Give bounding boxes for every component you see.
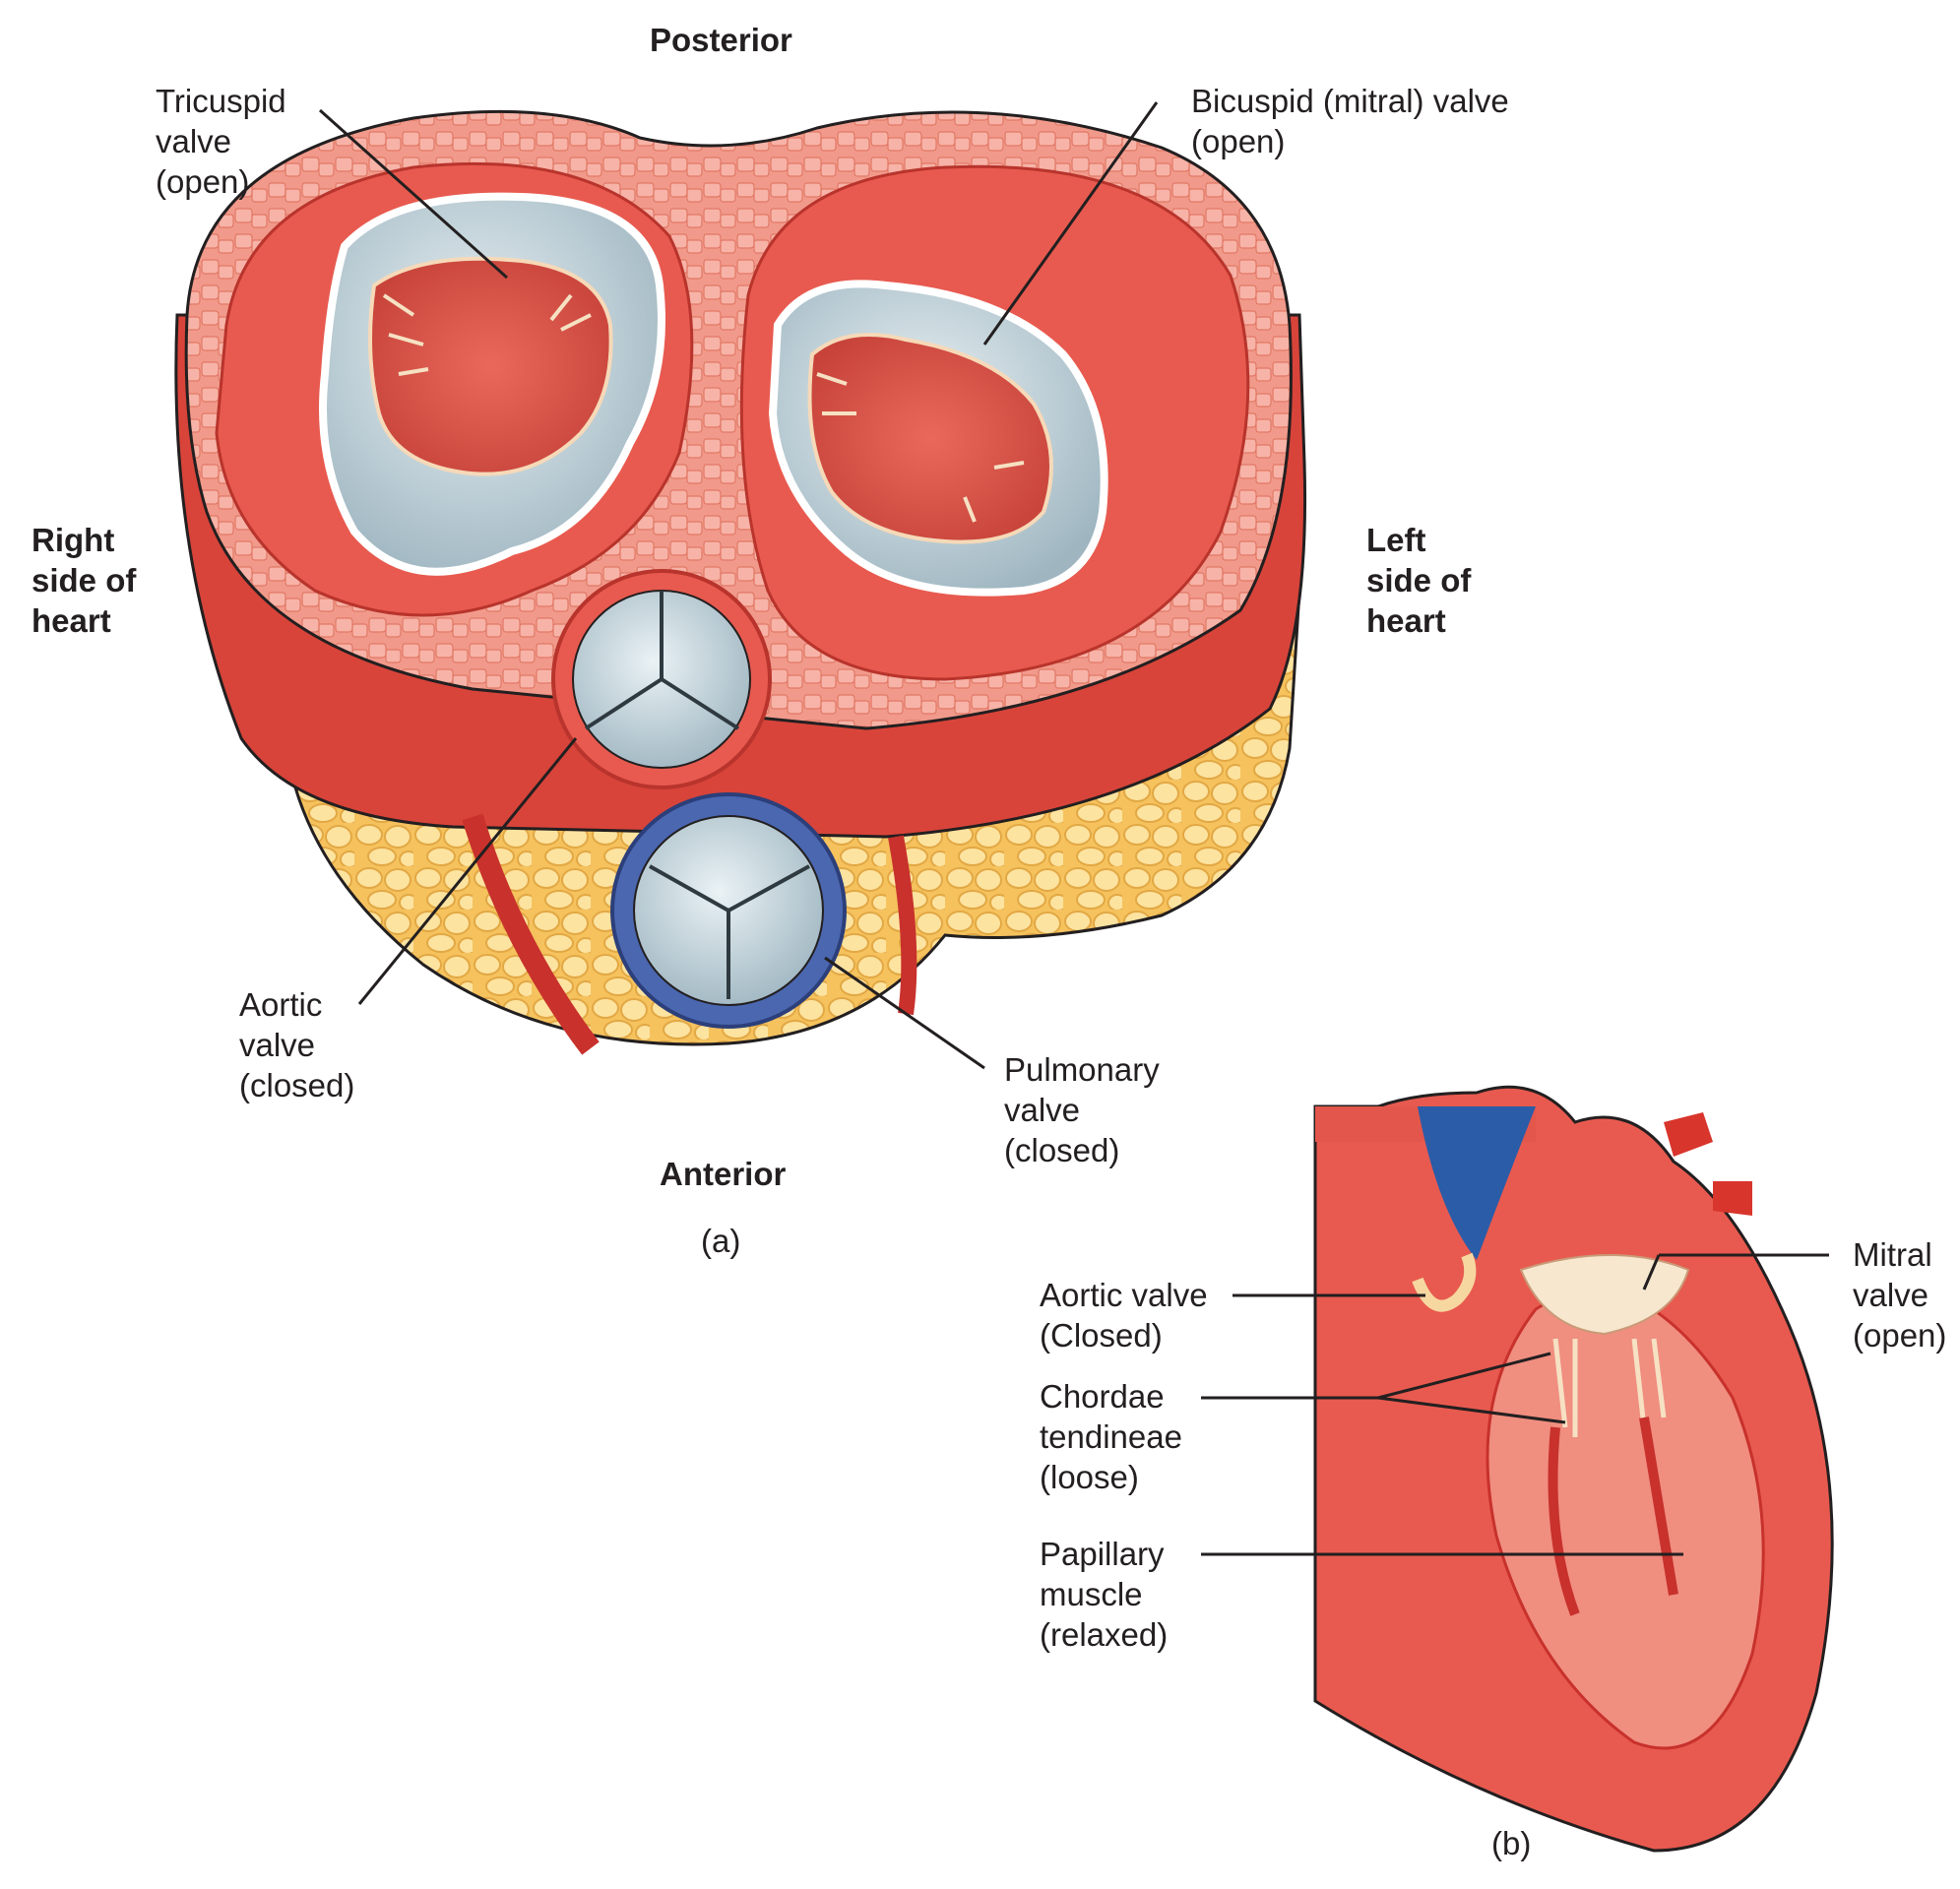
bicuspid-line-1: Bicuspid (mitral) valve — [1191, 83, 1509, 119]
aortic-b-line-2: (Closed) — [1040, 1317, 1163, 1354]
panel-a-valve-plane — [174, 109, 1307, 1055]
mitral-valve-funnel — [1519, 1254, 1690, 1336]
mitral-chordae-sketch — [816, 372, 1025, 523]
pulmonary-valve-label: Pulmonary valve (closed) — [1004, 1049, 1160, 1170]
leader-bicuspid — [982, 101, 1159, 346]
mitral-orifice — [807, 333, 1053, 544]
pulmonary-commissures — [649, 864, 810, 999]
panel-b-heart-section — [1313, 1085, 1834, 1853]
left-side-line-1: Left — [1366, 522, 1426, 558]
pulmonary-line-3: (closed) — [1004, 1132, 1120, 1168]
right-side-label: Right side of heart — [32, 520, 136, 641]
left-ventricle-chamber — [1486, 1278, 1765, 1750]
tricuspid-valve-label: Tricuspid valve (open) — [156, 81, 286, 202]
leader-tricuspid — [318, 108, 509, 280]
left-side-label: Left side of heart — [1366, 520, 1471, 641]
left-coronary-artery — [888, 835, 917, 1016]
chordae-line-1: Chordae — [1040, 1378, 1165, 1415]
mitral-b-line-2: valve — [1853, 1277, 1929, 1313]
right-side-line-3: heart — [32, 602, 111, 639]
right-side-line-2: side of — [32, 562, 137, 598]
chordae-tendineae-label: Chordae tendineae (loose) — [1040, 1376, 1182, 1497]
tricuspid-chordae-sketch — [382, 293, 592, 376]
leader-aortic-a — [357, 737, 578, 1005]
chordae-tendineae-b — [1552, 1338, 1667, 1437]
pulmonary-line-2: valve — [1004, 1092, 1081, 1128]
bicuspid-line-2: (open) — [1191, 123, 1286, 159]
mitral-valve-label-b: Mitral valve (open) — [1853, 1234, 1946, 1355]
leader-lines — [318, 101, 1829, 1556]
aortic-a-line-3: (closed) — [239, 1067, 355, 1103]
papillary-muscle-label: Papillary muscle (relaxed) — [1040, 1534, 1168, 1655]
aortic-b-line-1: Aortic valve — [1040, 1277, 1208, 1313]
mitral-b-line-1: Mitral — [1853, 1236, 1932, 1273]
aortic-a-line-1: Aortic — [239, 986, 323, 1023]
panel-a-caption: (a) — [701, 1223, 741, 1259]
aortic-valve-label-a: Aortic valve (closed) — [239, 984, 354, 1105]
aortic-a-line-2: valve — [239, 1027, 316, 1063]
pulmonary-line-1: Pulmonary — [1004, 1051, 1160, 1088]
tricuspid-line-3: (open) — [156, 163, 250, 200]
panel-b-caption: (b) — [1491, 1825, 1532, 1861]
papillary-muscle-b — [1548, 1417, 1678, 1616]
papillary-line-3: (relaxed) — [1040, 1616, 1169, 1653]
bicuspid-valve-label: Bicuspid (mitral) valve (open) — [1191, 81, 1509, 161]
leader-chordae-b-1 — [1377, 1352, 1551, 1400]
chordae-line-2: tendineae — [1040, 1418, 1182, 1455]
anterior-label: Anterior — [660, 1156, 787, 1192]
posterior-label: Posterior — [650, 22, 792, 58]
papillary-line-1: Papillary — [1040, 1536, 1165, 1572]
left-side-line-2: side of — [1366, 562, 1472, 598]
tricuspid-orifice — [368, 256, 613, 476]
aortic-valve-label-b: Aortic valve (Closed) — [1040, 1275, 1208, 1355]
mitral-b-line-3: (open) — [1853, 1317, 1947, 1354]
leader-mitral-b-tick — [1642, 1254, 1661, 1291]
pulmonary-veins — [1664, 1112, 1752, 1216]
superior-vena-cava — [1418, 1106, 1536, 1260]
leader-pulmonary-a — [824, 956, 985, 1070]
aortic-valve-b — [1412, 1252, 1477, 1312]
tricuspid-line-1: Tricuspid — [156, 83, 286, 119]
papillary-line-2: muscle — [1040, 1576, 1143, 1612]
aortic-commissures — [584, 591, 740, 730]
leader-chordae-b-2 — [1377, 1396, 1566, 1424]
right-coronary-artery — [462, 813, 600, 1055]
tricuspid-line-2: valve — [156, 123, 232, 159]
left-side-line-3: heart — [1366, 602, 1446, 639]
chordae-line-3: (loose) — [1040, 1459, 1139, 1495]
right-side-line-1: Right — [32, 522, 115, 558]
